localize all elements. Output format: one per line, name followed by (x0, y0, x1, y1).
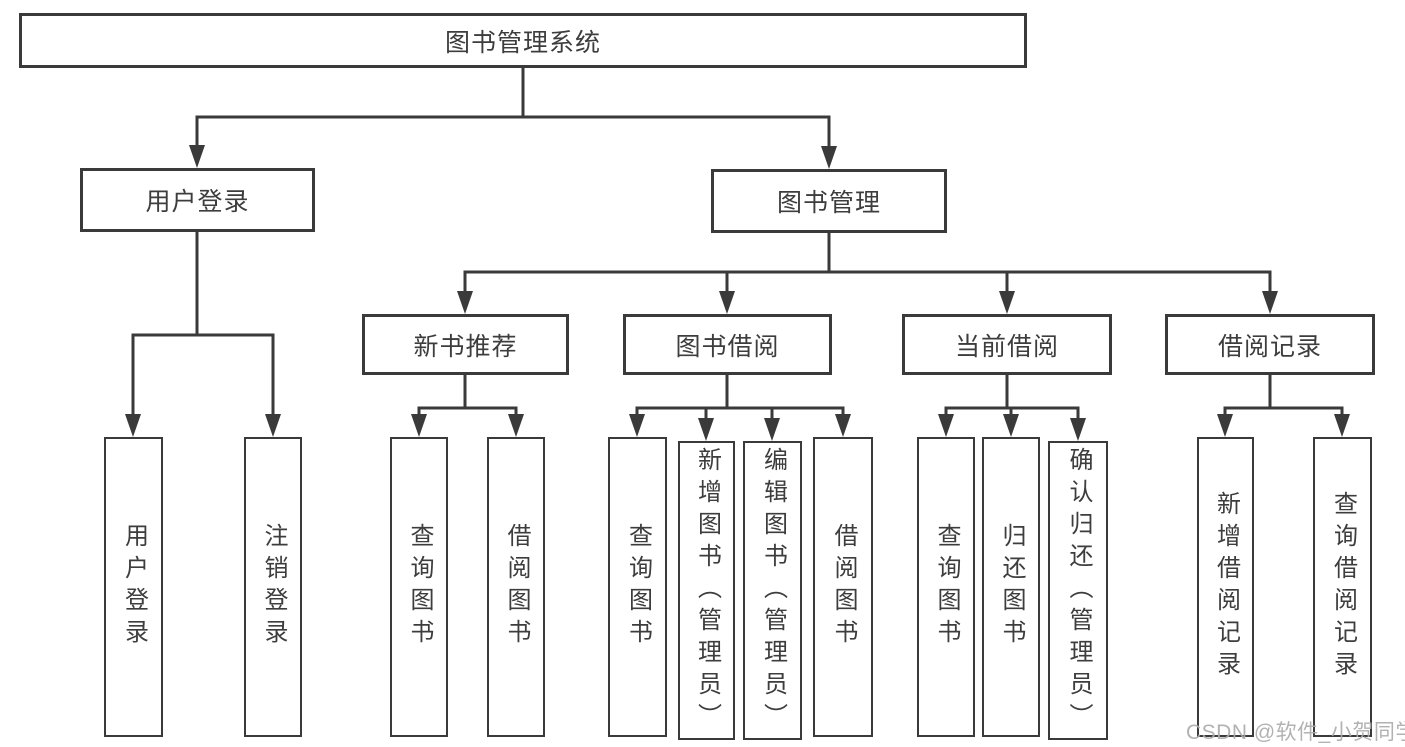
node-borrow-records: 借阅记录 (1165, 314, 1375, 375)
leaf-query-borrow-record: 查询借阅记录 (1313, 437, 1372, 737)
node-root: 图书管理系统 (19, 13, 1027, 68)
leaf-add-borrow-record: 新增借阅记录 (1197, 437, 1254, 737)
leaf-query-books-current: 查询图书 (917, 437, 975, 737)
node-new-book-recommend: 新书推荐 (362, 314, 569, 375)
leaf-logout-login: 注销登录 (244, 437, 302, 737)
node-user-login: 用户登录 (80, 168, 315, 232)
leaf-query-books-recommend: 查询图书 (390, 437, 448, 737)
connector-borrow-record-to-leaves (1223, 375, 1344, 419)
node-book-borrow: 图书借阅 (623, 314, 832, 375)
connector-book-mgmt-to-level3 (463, 233, 1272, 296)
leaf-user-login: 用户登录 (104, 437, 163, 737)
leaf-add-book-admin: 新增图书（管理员） (678, 441, 735, 740)
leaf-query-books-borrow: 查询图书 (608, 437, 667, 737)
leaf-borrow-books-recommend: 借阅图书 (487, 437, 545, 737)
leaf-borrow-books: 借阅图书 (813, 437, 873, 737)
connector-current-borrow-to-leaves (944, 375, 1080, 423)
node-current-borrow: 当前借阅 (902, 314, 1112, 375)
connector-root-to-level2 (195, 68, 831, 151)
connector-new-book-to-leaves (417, 375, 518, 419)
watermark: CSDN @软件_小贺同学 (1186, 721, 1405, 744)
connector-book-borrow-to-leaves (635, 375, 845, 423)
arrowheads (125, 145, 1350, 441)
leaf-edit-book-admin: 编辑图书（管理员） (743, 441, 802, 740)
leaf-confirm-return-admin: 确认归还（管理员） (1048, 441, 1108, 740)
connector-user-login-to-leaves (131, 232, 275, 419)
leaf-return-books: 归还图书 (982, 437, 1040, 737)
node-book-management: 图书管理 (711, 169, 947, 233)
